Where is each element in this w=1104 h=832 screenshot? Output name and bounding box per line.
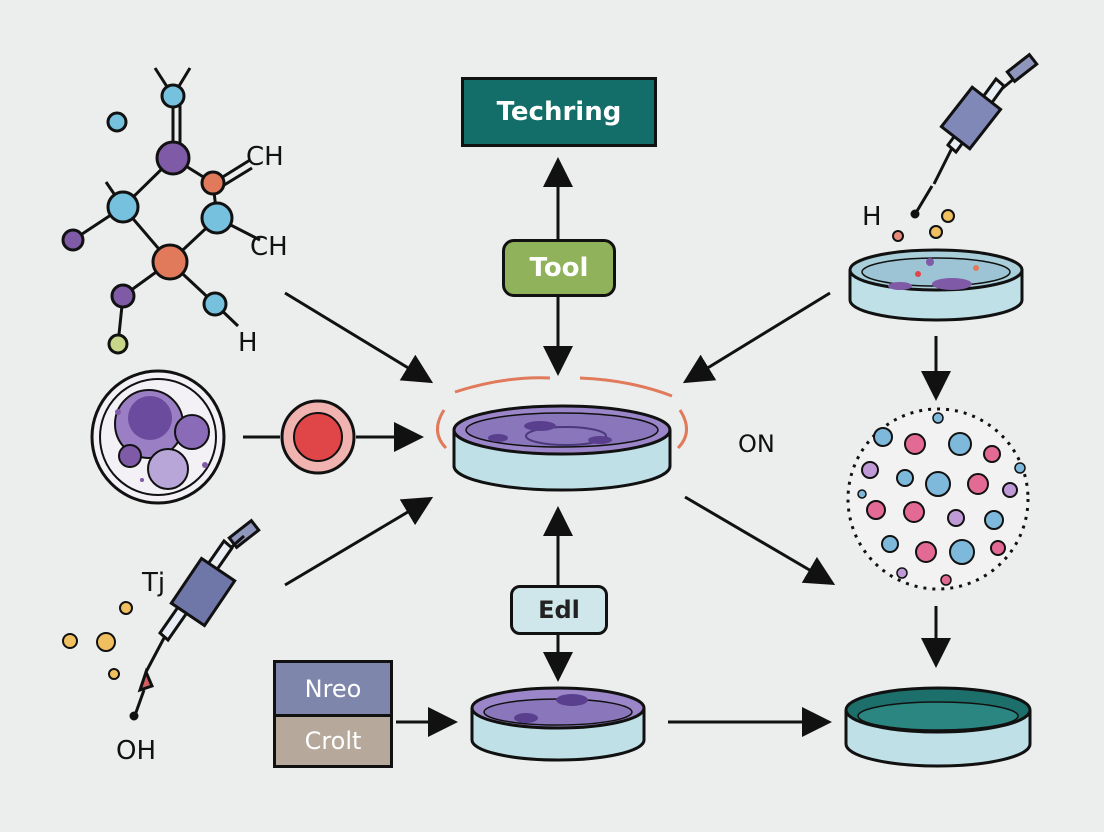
arrow-dish-to-particles	[684, 495, 836, 586]
molecule-icon	[61, 67, 261, 355]
arrow-syringe-to-dish	[284, 496, 434, 587]
petri-dish-icon	[470, 686, 646, 762]
syringe-label-h: H	[862, 202, 882, 232]
edl-box: Edl	[510, 585, 608, 635]
crolt-box: Crolt	[273, 714, 393, 768]
arrow-molecule-to-dish	[284, 291, 434, 384]
syringe-icon	[910, 52, 1039, 219]
techring-box: Techring	[461, 77, 657, 147]
syringe-icon	[129, 518, 261, 721]
droplet-icon	[119, 601, 133, 615]
droplet-icon	[62, 633, 78, 649]
droplet-icon	[892, 230, 904, 242]
droplet-icon	[108, 668, 120, 680]
red-cell-icon	[280, 399, 356, 475]
oh-label: OH	[116, 736, 157, 766]
nreo-box: Nreo	[273, 660, 393, 714]
droplet-icon	[941, 209, 955, 223]
tool-box: Tool	[502, 239, 616, 297]
on-label: ON	[738, 430, 775, 458]
arrow-right-dish-to-dish	[682, 291, 831, 384]
petri-dish-icon	[844, 686, 1032, 768]
molecule-label-ch-lower: CH	[250, 232, 288, 262]
molecule-label-h: H	[238, 328, 258, 358]
cell-icon	[90, 369, 226, 505]
droplet-icon	[96, 632, 116, 652]
tj-label: Tj	[142, 568, 166, 598]
droplet-icon	[929, 225, 943, 239]
petri-dish-icon	[848, 248, 1024, 322]
molecule-label-ch-upper: CH	[246, 142, 284, 172]
petri-dish-icon	[436, 376, 688, 492]
particle-cluster-icon	[846, 407, 1030, 591]
